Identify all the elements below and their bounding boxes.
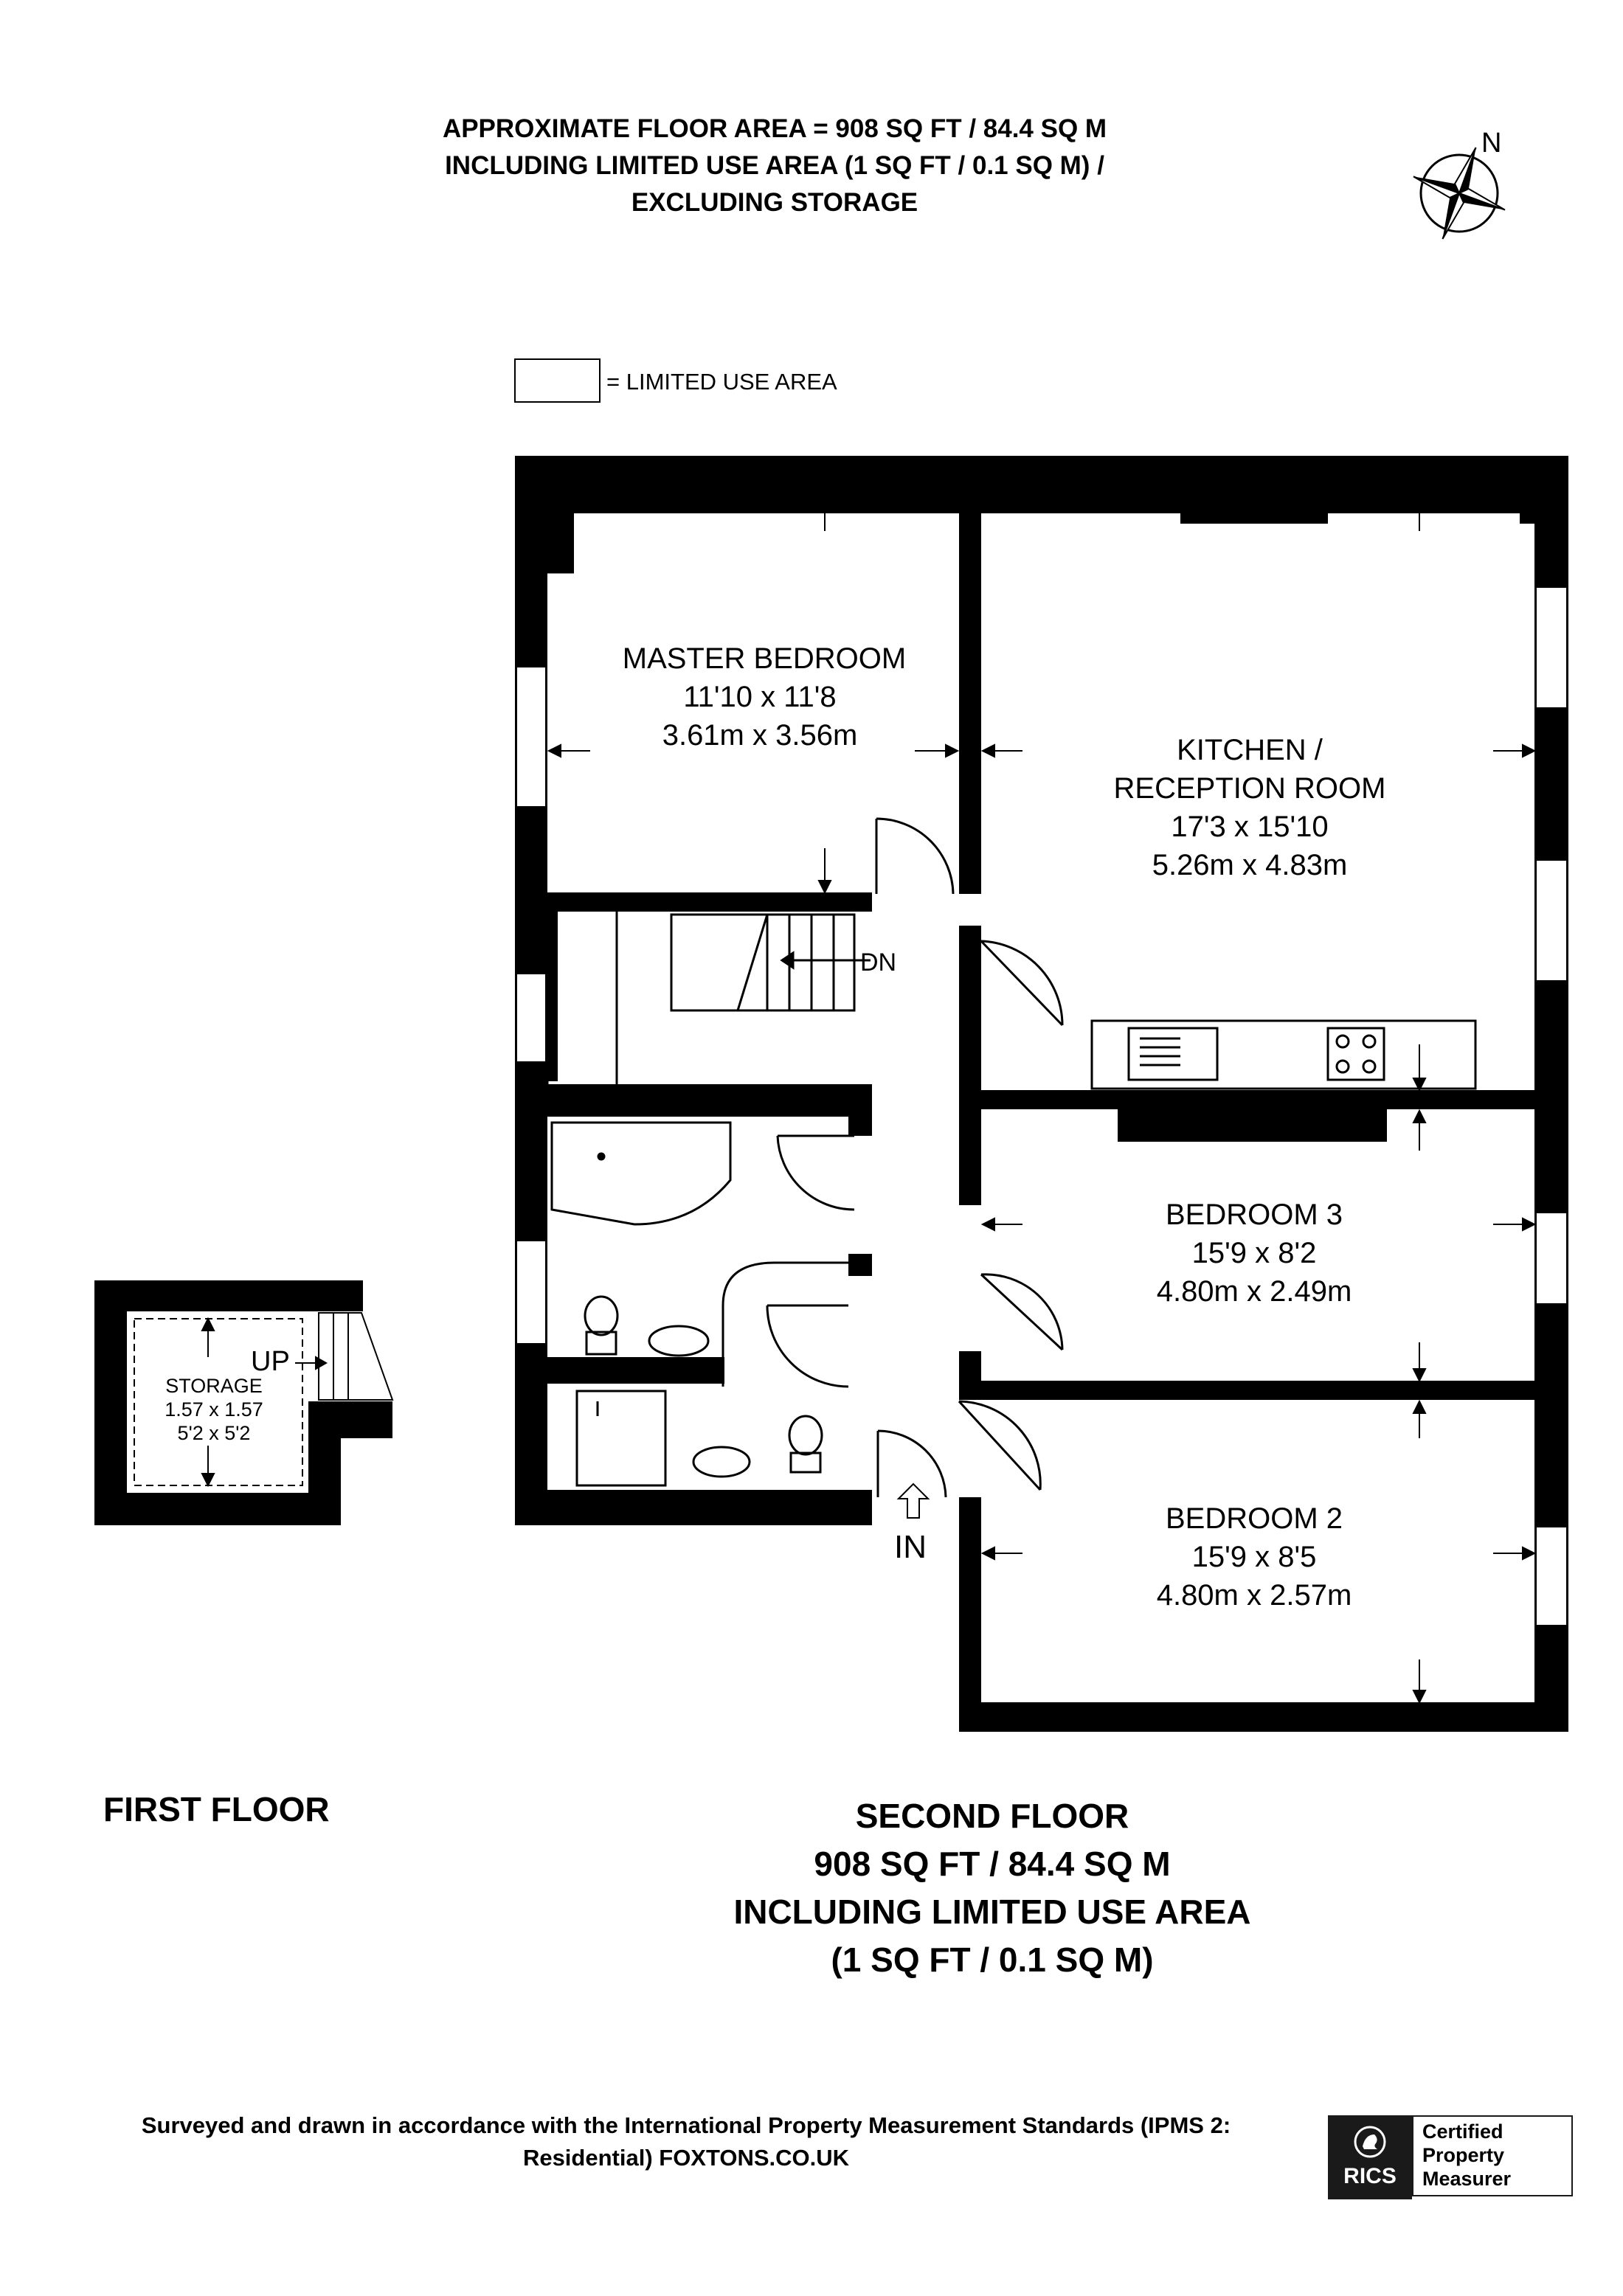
first-floor-walls: [94, 1280, 392, 1525]
windows: [516, 586, 1568, 1626]
bedroom-2-imperial: 15'9 x 8'5: [1192, 1541, 1317, 1573]
master-bedroom-metric: 3.61m x 3.56m: [662, 719, 858, 752]
storage-metric: 1.57 x 1.57: [165, 1398, 263, 1421]
kitchen-name-line-1: KITCHEN /: [1177, 734, 1323, 766]
rics-logo: RICS: [1328, 2115, 1412, 2199]
legend-text: = LIMITED USE AREA: [606, 369, 837, 395]
lion-emblem-icon: [1354, 2126, 1386, 2158]
storage-arrows: [201, 1317, 328, 1488]
storage-imperial: 5'2 x 5'2: [178, 1422, 251, 1444]
rics-line-3: Measurer: [1422, 2168, 1512, 2190]
survey-footer-line-1: Surveyed and drawn in accordance with th…: [141, 2112, 1231, 2138]
second-floor-walls: [515, 456, 1568, 1732]
second-floor-summary: SECOND FLOOR 908 SQ FT / 84.4 SQ M INCLU…: [590, 1792, 1394, 1984]
dimension-arrows: [547, 488, 1537, 1704]
survey-footer: Surveyed and drawn in accordance with th…: [44, 2109, 1328, 2174]
rics-logo-text: RICS: [1343, 2164, 1397, 2188]
kitchen-name-line-2: RECEPTION ROOM: [1114, 772, 1386, 805]
kitchen-fixtures: [1090, 1019, 1477, 1090]
compass-rose-icon: [1413, 147, 1506, 240]
rics-certification-text: Certified Property Measurer: [1412, 2115, 1573, 2196]
storage-name: STORAGE: [165, 1375, 263, 1397]
bedroom-3-imperial: 15'9 x 8'2: [1192, 1237, 1317, 1269]
bedroom-2-name: BEDROOM 2: [1166, 1502, 1343, 1535]
area-header-line-1: APPROXIMATE FLOOR AREA = 908 SQ FT / 84.…: [442, 114, 1107, 143]
area-header: APPROXIMATE FLOOR AREA = 908 SQ FT / 84.…: [295, 111, 1254, 221]
entrance-arrow-icon: [896, 1482, 930, 1519]
master-bedroom-imperial: 11'10 x 11'8: [683, 681, 836, 713]
second-floor-limited-use: INCLUDING LIMITED USE AREA: [733, 1893, 1251, 1931]
first-floor-title: FIRST FLOOR: [103, 1790, 330, 1828]
entrance-label: IN: [894, 1529, 927, 1565]
area-header-line-2: INCLUDING LIMITED USE AREA (1 SQ FT / 0.…: [445, 151, 1104, 180]
bathroom-fixtures: [550, 1121, 848, 1487]
stairs-down-label: DN: [860, 948, 896, 977]
area-header-line-3: EXCLUDING STORAGE: [631, 188, 918, 217]
master-bedroom-name: MASTER BEDROOM: [623, 642, 906, 675]
stairs-down: [670, 913, 871, 1012]
legend-swatch: [514, 358, 601, 403]
second-floor-title: SECOND FLOOR: [855, 1797, 1129, 1835]
stairs-up-label: UP: [251, 1346, 290, 1377]
kitchen-imperial: 17'3 x 15'10: [1171, 811, 1328, 843]
kitchen-metric: 5.26m x 4.83m: [1152, 849, 1348, 881]
compass-north-label: N: [1481, 128, 1501, 159]
doors: [766, 817, 1064, 1498]
survey-footer-line-2: Residential) FOXTONS.CO.UK: [522, 2145, 850, 2171]
second-floor-limited-use-area: (1 SQ FT / 0.1 SQ M): [831, 1940, 1154, 1979]
bedroom-3-name: BEDROOM 3: [1166, 1199, 1343, 1231]
second-floor-area: 908 SQ FT / 84.4 SQ M: [814, 1845, 1171, 1883]
bedroom-3-metric: 4.80m x 2.49m: [1157, 1275, 1352, 1308]
rics-line-1: Certified: [1422, 2120, 1503, 2143]
rics-certified-badge: RICS Certified Property Measurer: [1328, 2115, 1576, 2199]
bedroom-2-metric: 4.80m x 2.57m: [1157, 1579, 1352, 1612]
rics-line-2: Property: [1422, 2144, 1505, 2166]
storage-outline: [134, 1312, 394, 1486]
room-labels: MASTER BEDROOM 11'10 x 11'8 3.61m x 3.56…: [165, 642, 1385, 1612]
